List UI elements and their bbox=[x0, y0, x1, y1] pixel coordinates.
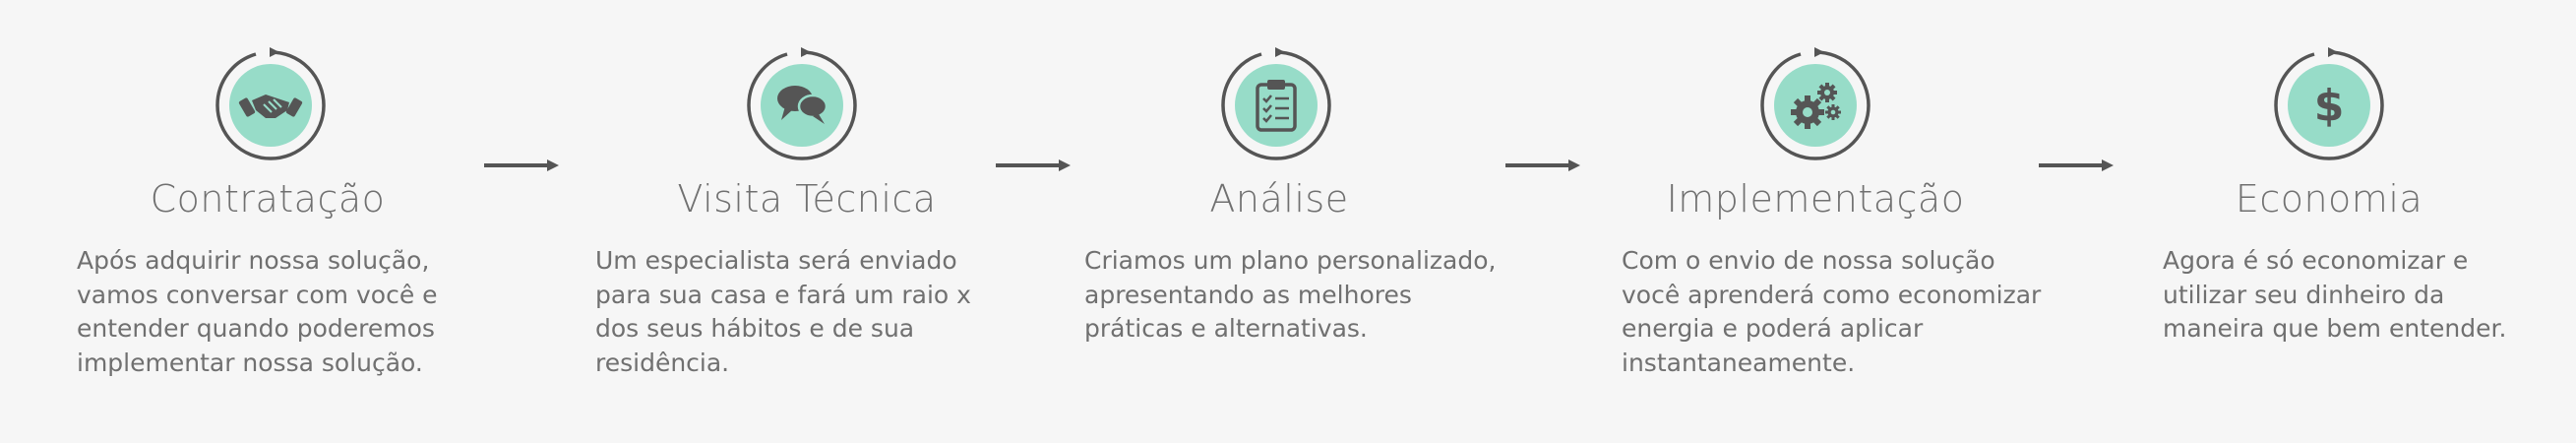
arrow-right-icon bbox=[2039, 159, 2114, 171]
step-description: Um especialista será enviado para sua ca… bbox=[595, 246, 971, 377]
step-description: Criamos um plano personalizado, apresent… bbox=[1084, 246, 1497, 343]
arrow-right-icon bbox=[1505, 159, 1580, 171]
handshake-icon bbox=[207, 41, 335, 169]
step-description: Com o envio de nossa solução você aprend… bbox=[1622, 246, 2042, 377]
clipboard-checklist-icon bbox=[1212, 41, 1340, 169]
step-title: Contratação bbox=[150, 177, 386, 221]
arrow-right-icon bbox=[484, 159, 559, 171]
gears-icon bbox=[1751, 41, 1879, 169]
step-description: Agora é só economizar e utilizar seu din… bbox=[2163, 246, 2507, 343]
step-title: Implementação bbox=[1666, 177, 1965, 221]
arrow-right-icon bbox=[996, 159, 1071, 171]
dollar-sign-icon: $ bbox=[2265, 41, 2393, 169]
step-title: Visita Técnica bbox=[677, 177, 937, 221]
chat-bubbles-icon bbox=[738, 41, 866, 169]
step-title: Economia bbox=[2235, 177, 2423, 221]
svg-text:$: $ bbox=[2314, 81, 2345, 131]
step-description: Após adquirir nossa solução, vamos conve… bbox=[77, 246, 438, 377]
step-title: Análise bbox=[1209, 177, 1349, 221]
